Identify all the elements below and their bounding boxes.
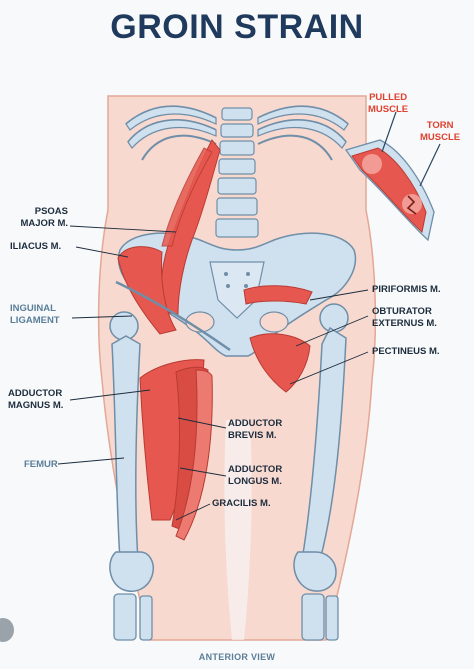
- label-obturator-externus: OBTURATOR EXTERNUS M.: [372, 306, 437, 329]
- label-gracilis: GRACILIS M.: [212, 498, 271, 509]
- spine: [215, 107, 259, 238]
- label-inguinal-ligament: INGUINAL LIGAMENT: [10, 303, 60, 326]
- inset-pointers: [381, 111, 441, 187]
- scroll-indicator: [0, 618, 14, 642]
- label-pectineus: PECTINEUS M.: [372, 346, 440, 357]
- label-adductor-longus: ADDUCTOR LONGUS M.: [228, 464, 283, 487]
- knee-tibia: [113, 593, 339, 641]
- pectineus-muscle: [249, 333, 311, 393]
- label-iliacus: ILIACUS M.: [10, 241, 62, 252]
- label-psoas-major: PSOAS MAJOR M.: [20, 206, 69, 229]
- label-torn-muscle: TORN MUSCLE: [420, 120, 461, 143]
- right-femur: [293, 303, 349, 592]
- piriformis-muscle: [243, 285, 313, 305]
- sacral-foramina: [224, 272, 250, 288]
- page-title: GROIN STRAIN: [110, 8, 364, 46]
- label-pulled-muscle: PULLED MUSCLE: [368, 92, 409, 115]
- label-adductor-brevis: ADDUCTOR BREVIS M.: [228, 418, 283, 441]
- gracilis-muscle: [175, 369, 213, 541]
- iliacus-muscle: [117, 246, 177, 335]
- sacrum: [209, 261, 265, 319]
- leg-gap: [224, 420, 252, 640]
- view-caption: ANTERIOR VIEW: [198, 652, 276, 662]
- label-adductor-magnus: ADDUCTOR MAGNUS M.: [8, 388, 64, 411]
- obturator-foramen-right: [259, 311, 289, 333]
- inset-muscle-illustration: [344, 139, 435, 242]
- label-piriformis: PIRIFORMIS M.: [372, 284, 441, 295]
- rib-fill: [125, 105, 349, 149]
- inguinal-ligament: [115, 280, 231, 352]
- leader-lines: [57, 225, 369, 521]
- label-femur: FEMUR: [24, 459, 58, 470]
